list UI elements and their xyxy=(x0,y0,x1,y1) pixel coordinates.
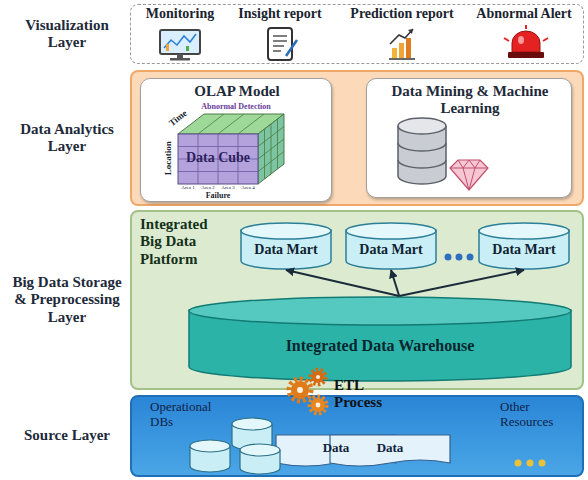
database-cylinder: Data Mart xyxy=(240,222,332,270)
flow-arrow xyxy=(399,270,524,296)
siren-icon xyxy=(504,25,548,58)
layer-band: Data Analytics Layer OLAP Model Data Minin… xyxy=(0,70,584,206)
layer-label: Visualization Layer xyxy=(12,17,122,52)
module-box: OLAP Model xyxy=(140,78,332,202)
source-label: Operational DBs xyxy=(150,400,226,430)
database-cylinder: Data Mart xyxy=(478,222,570,270)
monitor-icon xyxy=(160,30,200,61)
output-label: Prediction report xyxy=(337,6,467,22)
cube-label: Data Cube xyxy=(178,150,258,166)
cube-caption: Abnormal Detection xyxy=(181,102,291,111)
database-cylinder: Data Mart xyxy=(345,222,437,270)
output-label: Abnormal Alert xyxy=(469,6,579,22)
database-cylinder: Integrated Data Warehouse xyxy=(188,296,572,382)
data-document: Data xyxy=(329,434,451,470)
node-label: Data xyxy=(329,441,451,456)
output-label: Insight report xyxy=(224,6,336,22)
platform-heading: Integrated Big Data Platform xyxy=(140,216,230,268)
axis-label: Location xyxy=(163,133,173,183)
output-label: Monitoring xyxy=(128,6,232,22)
axis-tick: Area 3 xyxy=(218,185,238,191)
node-label: Data Mart xyxy=(350,242,432,258)
bar-chart-icon xyxy=(389,29,415,59)
data-cube xyxy=(178,114,284,184)
node-label: Integrated Data Warehouse xyxy=(193,337,567,355)
flow-arrow xyxy=(391,270,399,296)
node-label: OLAP Model xyxy=(147,83,327,100)
ellipsis-dots xyxy=(515,460,546,467)
gear-icon xyxy=(289,370,327,414)
tablet-icon xyxy=(268,28,297,60)
node-label: Data Mart xyxy=(483,242,565,258)
database-cylinders xyxy=(190,418,280,474)
flow-arrow xyxy=(286,270,399,296)
axis-tick: Area 1 xyxy=(178,185,198,191)
layer-label: Source Layer xyxy=(12,427,122,444)
ellipsis-dots xyxy=(445,254,474,261)
axis-label: Failure xyxy=(193,191,243,200)
axis-tick: Area 4 xyxy=(238,185,258,191)
layer-label: Data Analytics Layer xyxy=(12,121,122,156)
source-label: Other Resources xyxy=(500,400,580,430)
layer-band: Big Data Storage & Preprocessing LayerIn… xyxy=(0,210,584,390)
axis-tick: Area 2 xyxy=(198,185,218,191)
process-label: ETL Process xyxy=(334,377,398,412)
layer-band: Source LayerDataData xyxy=(0,395,584,477)
layer-label: Big Data Storage & Preprocessing Layer xyxy=(12,274,122,326)
module-box: Data Mining & Machine Learning xyxy=(366,78,572,198)
database-icon xyxy=(398,118,488,190)
node-label: Data Mining & Machine Learning xyxy=(373,83,567,118)
node-label: Data Mart xyxy=(245,242,327,258)
